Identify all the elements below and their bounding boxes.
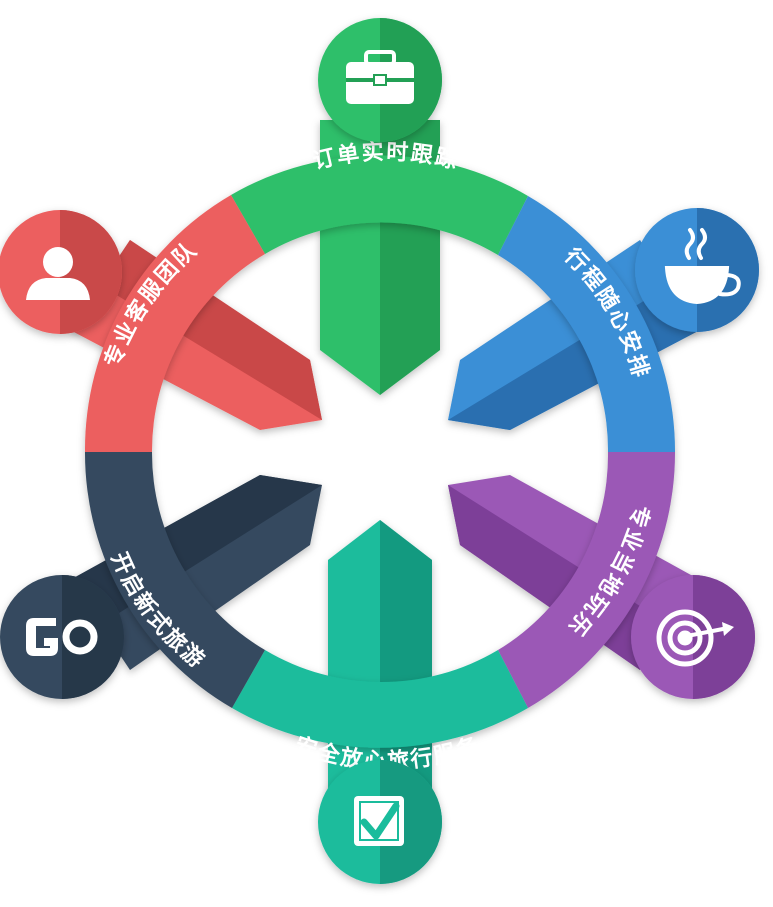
coffee-cup-icon [664, 228, 741, 305]
ring [84, 155, 676, 748]
node-lower-left [0, 575, 124, 699]
target-icon [656, 609, 734, 667]
icon-nodes [0, 18, 759, 884]
go-icon [26, 618, 98, 656]
checkbox-icon [354, 796, 404, 846]
briefcase-icon [346, 50, 414, 104]
node-lower-right [631, 575, 755, 699]
user-icon [26, 247, 90, 300]
